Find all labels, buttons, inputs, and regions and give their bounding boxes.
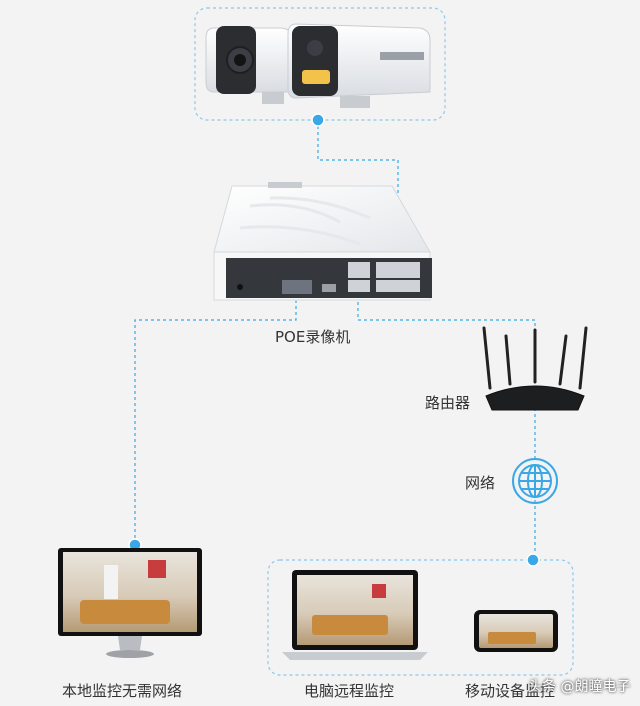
network-label: 网络 <box>465 474 496 492</box>
router-label: 路由器 <box>425 394 471 412</box>
nvr-label: POE录像机 <box>275 328 351 346</box>
remote-devices-box <box>267 559 574 676</box>
laptop-device <box>282 570 428 660</box>
watermark: 头条 @朗瞳电子 <box>528 679 631 695</box>
mobile-phone-device <box>474 610 558 652</box>
wifi-router-device <box>482 326 588 411</box>
mobile-monitor-label: 移动设备监控 <box>465 682 556 700</box>
pc-monitor-label: 电脑远程监控 <box>304 682 395 700</box>
poe-nvr-device <box>213 182 432 301</box>
local-monitor <box>58 548 202 658</box>
bullet-camera-left <box>205 26 293 104</box>
bullet-camera-right <box>287 23 431 108</box>
globe-icon <box>512 458 558 504</box>
local-monitor-label: 本地监控无需网络 <box>62 682 183 700</box>
